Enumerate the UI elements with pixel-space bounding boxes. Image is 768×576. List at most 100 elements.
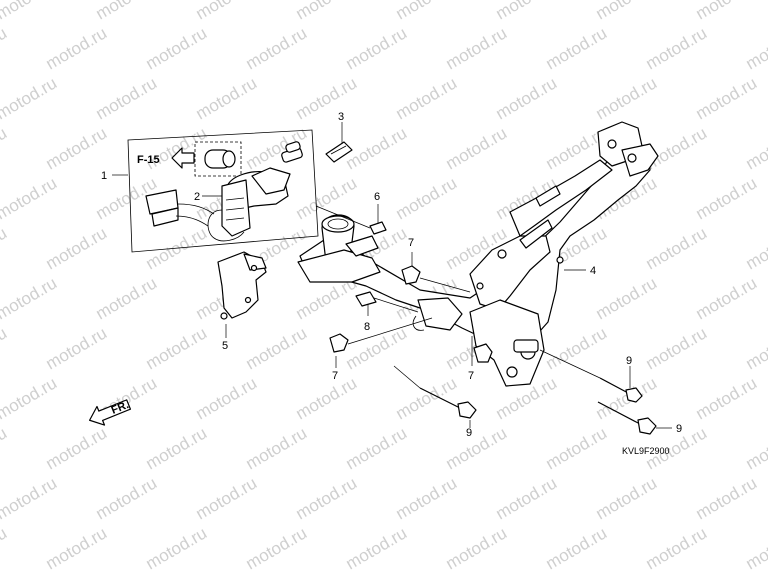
watermark-text: motod.ru [93, 473, 161, 523]
watermark-text: motod.ru [43, 323, 111, 373]
watermark-text: motod.ru [43, 223, 111, 273]
watermark-text: motod.ru [343, 123, 411, 173]
watermark-text: motod.ru [443, 123, 511, 173]
drawing-code: KVL9F2900 [622, 446, 670, 456]
watermark-text: motod.ru [293, 173, 361, 223]
watermark-text: motod.ru [743, 323, 768, 373]
watermark-text: motod.ru [243, 23, 311, 73]
watermark-text: motod.ru [693, 0, 761, 23]
watermark-text: motod.ru [243, 523, 311, 573]
watermark-text: motod.ru [543, 423, 611, 473]
watermark-text: motod.ru [193, 473, 261, 523]
watermark-text: motod.ru [393, 73, 461, 123]
watermark-text: motod.ru [693, 473, 761, 523]
watermark-text: motod.ru [343, 23, 411, 73]
watermark-text: motod.ru [693, 73, 761, 123]
watermark-text: motod.ru [143, 423, 211, 473]
watermark-text: motod.ru [443, 423, 511, 473]
watermark-text: motod.ru [0, 0, 60, 23]
watermark-text: motod.ru [0, 123, 10, 173]
watermark-text: motod.ru [443, 23, 511, 73]
watermark-text: motod.ru [743, 123, 768, 173]
watermark-text: motod.ru [0, 173, 60, 223]
watermark-text: motod.ru [493, 0, 561, 23]
callout-7-top: 7 [408, 237, 414, 249]
watermark-text: motod.ru [343, 323, 411, 373]
callout-9-lower-right: 9 [676, 423, 682, 435]
watermark-text: motod.ru [393, 173, 461, 223]
bolt-6 [315, 204, 387, 235]
callout-5: 5 [222, 340, 228, 352]
ignition-switch [145, 141, 303, 242]
watermark-text: motod.ru [93, 73, 161, 123]
watermark-text: motod.ru [543, 323, 611, 373]
watermark-text: motod.ru [0, 273, 60, 323]
mounting-bracket [217, 251, 267, 338]
watermark-text: motod.ru [43, 523, 111, 573]
key-cylinder-inset [194, 141, 242, 177]
reference-arrow: F-15 [137, 147, 195, 169]
watermark-text: motod.ru [293, 473, 361, 523]
watermark-text: motod.ru [193, 0, 261, 23]
watermark-text: motod.ru [643, 323, 711, 373]
watermark-text: motod.ru [643, 523, 711, 573]
callout-7-left: 7 [332, 370, 338, 382]
long-bolt-9-lower-right [597, 401, 672, 435]
ignition-switch-group-box [112, 129, 319, 253]
callout-8: 8 [364, 321, 370, 333]
watermark-text: motod.ru [0, 473, 60, 523]
watermark-text: motod.ru [43, 423, 111, 473]
watermark-text: motod.ru [243, 423, 311, 473]
watermark-text: motod.ru [643, 23, 711, 73]
watermark-text: motod.ru [443, 523, 511, 573]
watermark-text: motod.ru [343, 523, 411, 573]
watermark-text: motod.ru [43, 23, 111, 73]
watermark-text: motod.ru [393, 373, 461, 423]
watermark-text: motod.ru [143, 23, 211, 73]
watermark-text: motod.ru [643, 223, 711, 273]
callout-9-left: 9 [466, 427, 472, 439]
nut-7-center [471, 336, 493, 366]
callout-7-center: 7 [468, 370, 474, 382]
watermark-text: motod.ru [393, 473, 461, 523]
callout-1: 1 [101, 170, 107, 182]
watermark-text: motod.ru [593, 273, 661, 323]
watermark-text: motod.ru [393, 0, 461, 23]
watermark-text: motod.ru [193, 373, 261, 423]
watermark-text: motod.ru [693, 273, 761, 323]
nut-7-top [401, 252, 471, 293]
watermark-text: motod.ru [0, 373, 60, 423]
watermark-text: motod.ru [0, 323, 10, 373]
watermark-text: motod.ru [593, 473, 661, 523]
watermark-text: motod.ru [293, 0, 361, 23]
watermark-text: motod.ru [743, 223, 768, 273]
watermark-text: motod.ru [743, 23, 768, 73]
watermark-text: motod.ru [0, 523, 10, 573]
watermark-text: motod.ru [743, 423, 768, 473]
callout-2: 2 [194, 191, 200, 203]
watermark-text: motod.ru [593, 73, 661, 123]
callout-3: 3 [338, 111, 344, 123]
callout-6: 6 [374, 191, 380, 203]
watermark-text: motod.ru [143, 523, 211, 573]
watermark-text: motod.ru [543, 23, 611, 73]
watermark-text: motod.ru [493, 473, 561, 523]
watermark-text: motod.ru [0, 73, 60, 123]
watermark-text: motod.ru [193, 73, 261, 123]
watermark-text: motod.ru [293, 73, 361, 123]
callout-9-upper-right: 9 [626, 355, 632, 367]
watermark-text: motod.ru [543, 523, 611, 573]
watermark-text: motod.ru [493, 73, 561, 123]
watermark-text: motod.ru [93, 0, 161, 23]
long-bolt-9-upper-right [539, 349, 643, 403]
watermark-text: motod.ru [93, 273, 161, 323]
watermark-text: motod.ru [0, 223, 10, 273]
callout-4: 4 [590, 265, 596, 277]
watermark-text: motod.ru [343, 423, 411, 473]
long-bolt-9-left [393, 365, 477, 428]
watermark-text: motod.ru [743, 523, 768, 573]
watermark-text: motod.ru [243, 323, 311, 373]
watermark-text: motod.ru [143, 323, 211, 373]
watermark-text: motod.ru [693, 173, 761, 223]
